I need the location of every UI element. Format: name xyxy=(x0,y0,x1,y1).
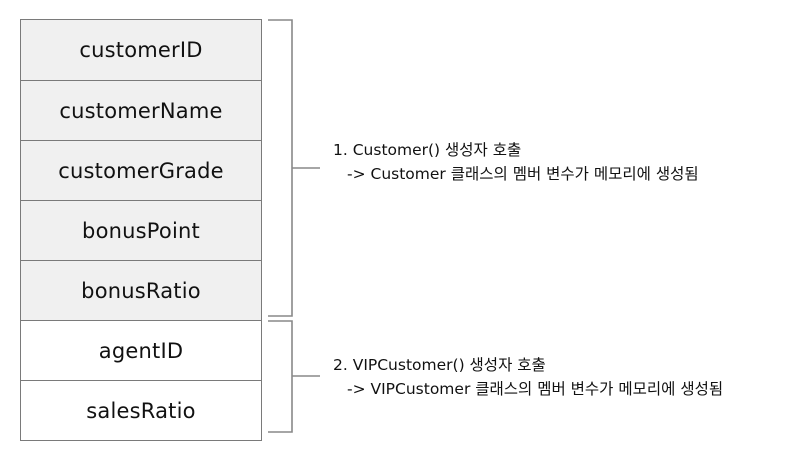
note-vip-title: 2. VIPCustomer() 생성자 호출 xyxy=(333,356,546,374)
bracket-customer xyxy=(268,19,320,317)
note-vip-constructor: 2. VIPCustomer() 생성자 호출 -> VIPCustomer 클… xyxy=(333,353,723,401)
bracket-vip-customer xyxy=(268,320,320,433)
note-vip-detail: -> VIPCustomer 클래스의 멤버 변수가 메모리에 생성됨 xyxy=(347,380,724,398)
field-bonus-point: bonusPoint xyxy=(21,200,261,260)
field-customer-id: customerID xyxy=(21,20,261,80)
field-customer-grade: customerGrade xyxy=(21,140,261,200)
note-customer-title: 1. Customer() 생성자 호출 xyxy=(333,141,522,159)
note-customer-detail: -> Customer 클래스의 멤버 변수가 메모리에 생성됨 xyxy=(347,165,699,183)
field-customer-name: customerName xyxy=(21,80,261,140)
field-agent-id: agentID xyxy=(21,320,261,380)
note-customer-constructor: 1. Customer() 생성자 호출 -> Customer 클래스의 멤버… xyxy=(333,138,699,186)
field-sales-ratio: salesRatio xyxy=(21,380,261,440)
memory-stack: customerID customerName customerGrade bo… xyxy=(20,19,262,441)
field-bonus-ratio: bonusRatio xyxy=(21,260,261,320)
